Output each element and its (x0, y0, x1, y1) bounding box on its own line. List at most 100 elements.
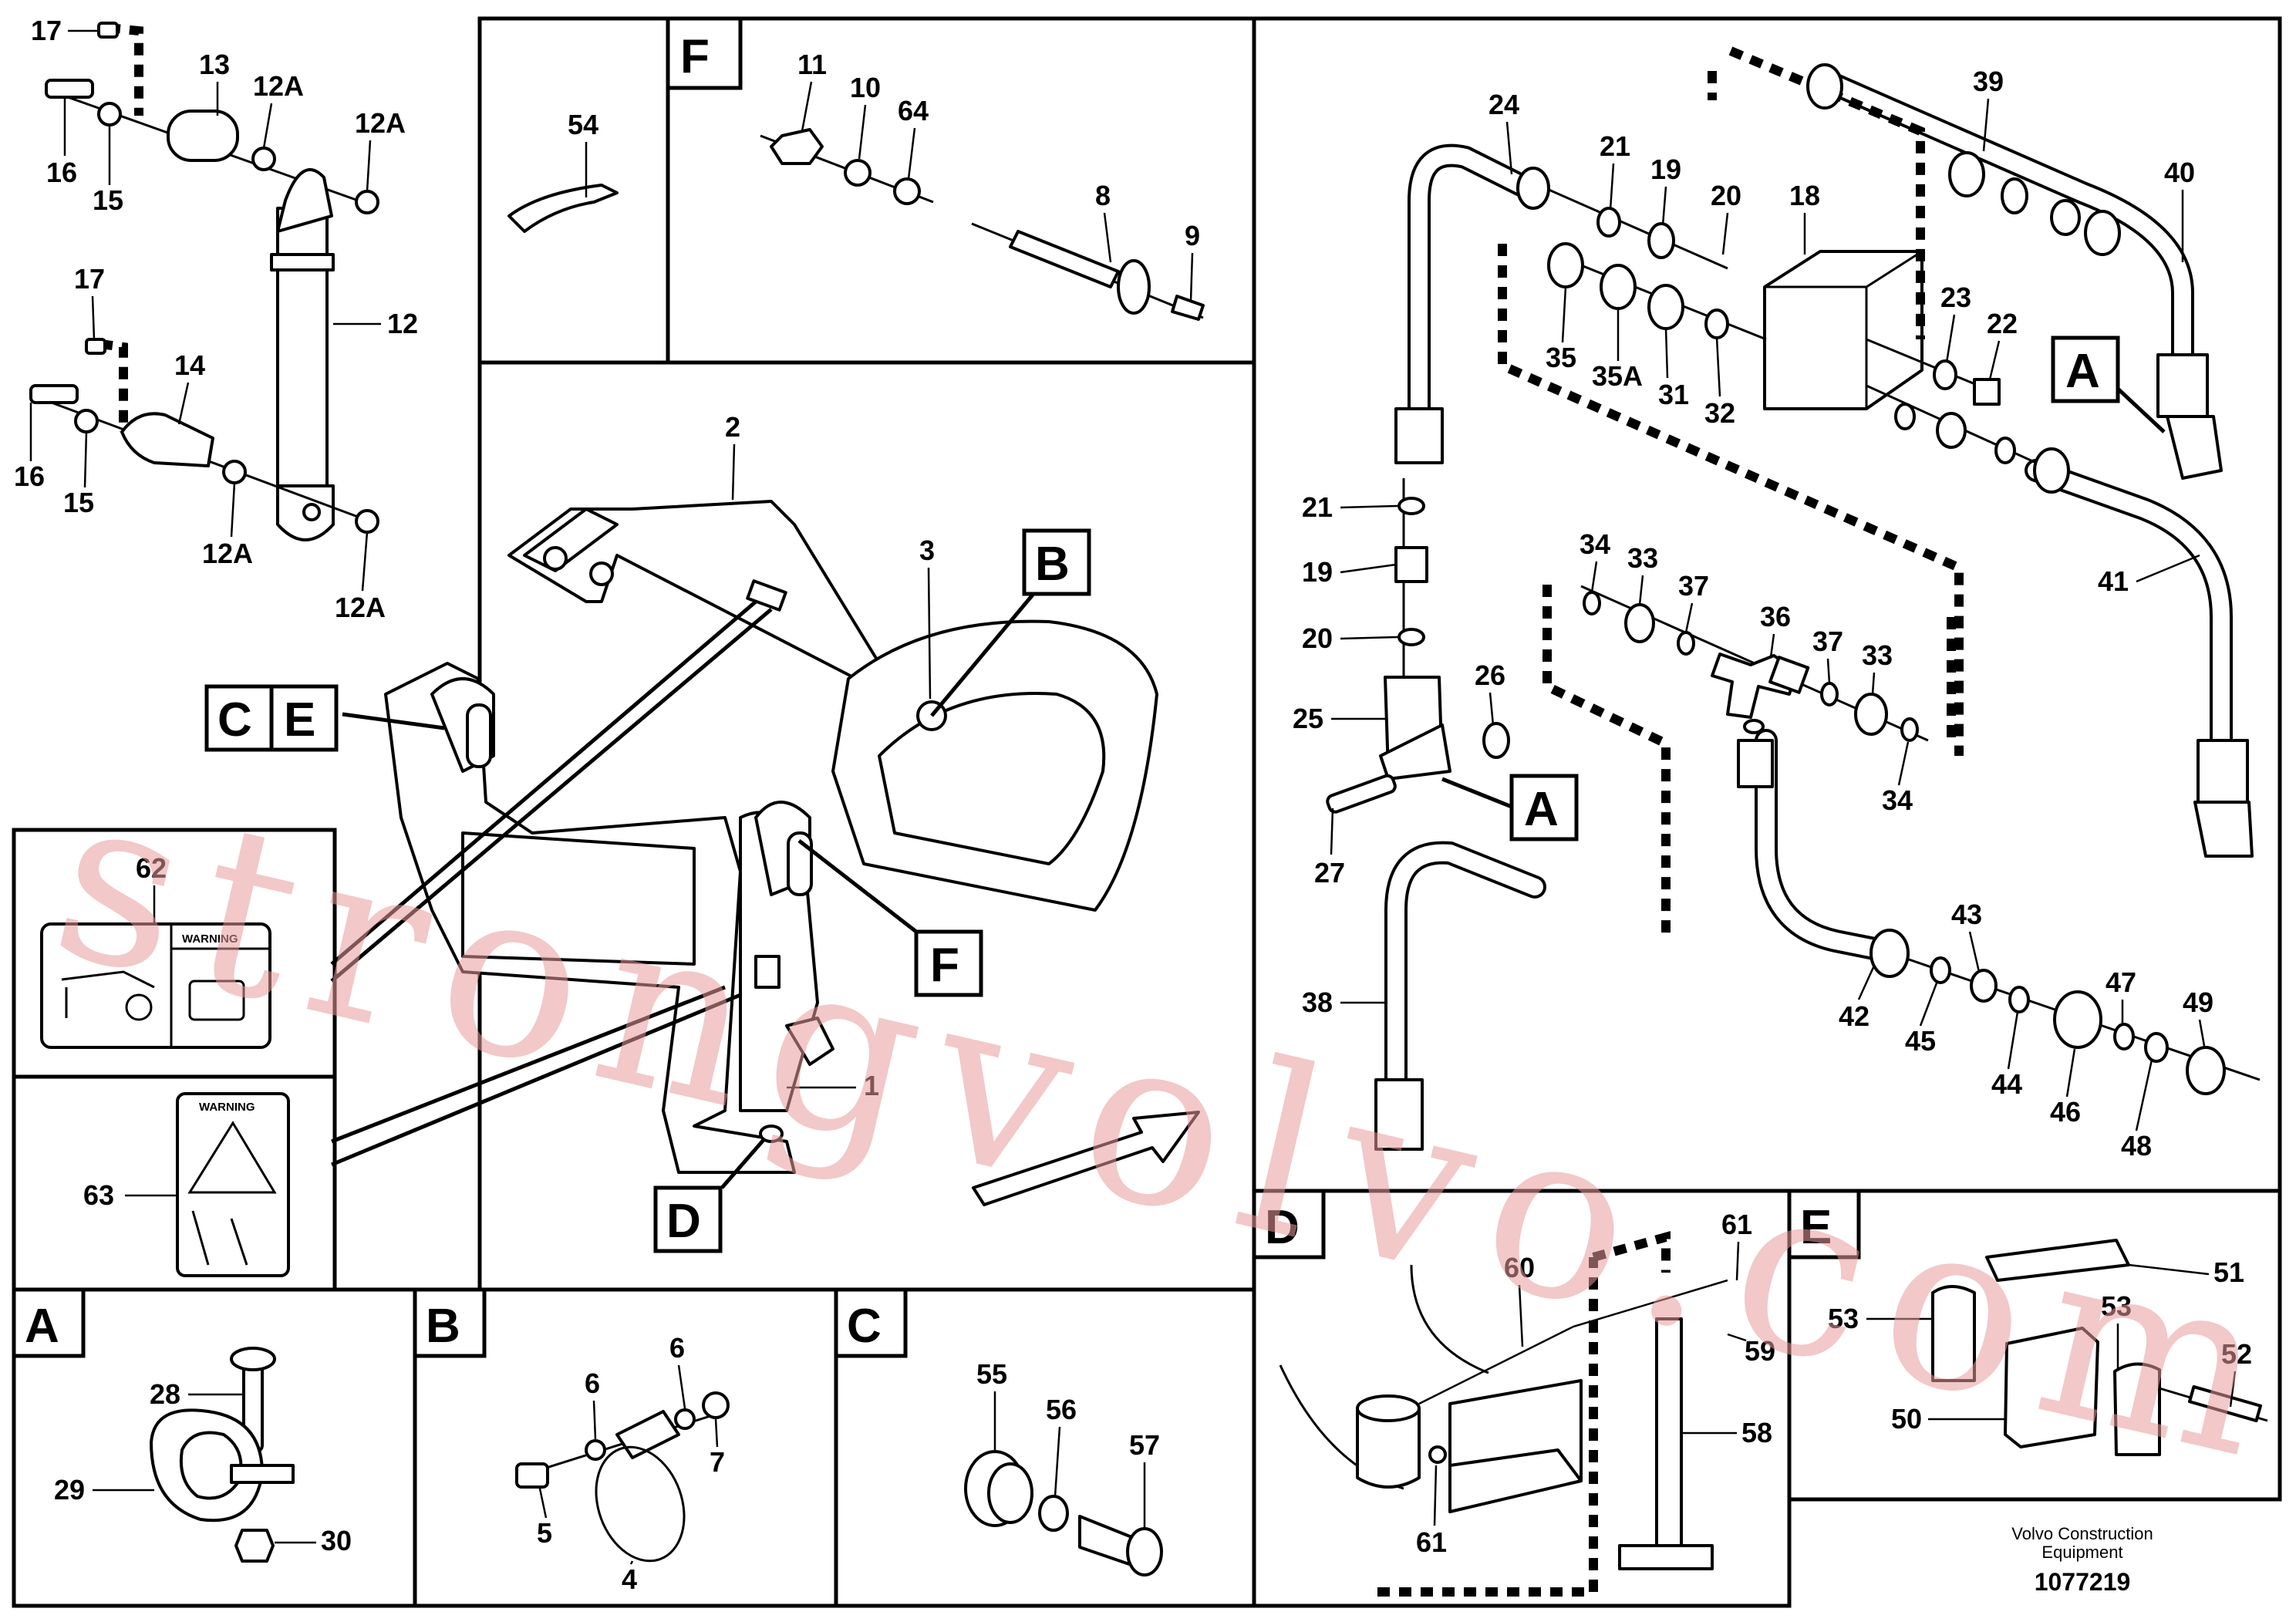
svg-text:A: A (1524, 783, 1559, 836)
label-53b: 53 (2101, 1290, 2132, 1322)
frame-e (1787, 1189, 2282, 1502)
main-leaders (330, 592, 1035, 1189)
label-41: 41 (2098, 565, 2129, 597)
label-43: 43 (1951, 899, 1982, 930)
label-19b: 19 (1302, 556, 1333, 588)
label-2: 2 (725, 411, 740, 443)
label-40: 40 (2164, 157, 2195, 188)
label-21a: 21 (1600, 130, 1630, 162)
label-12: 12 (387, 308, 418, 339)
label-61a: 61 (1721, 1209, 1752, 1240)
label-39: 39 (1973, 66, 2004, 97)
label-31: 31 (1658, 379, 1689, 410)
svg-text:F: F (930, 939, 959, 992)
label-30: 30 (321, 1525, 352, 1556)
section-d-title: D (1265, 1201, 1300, 1254)
label-34a: 34 (1580, 528, 1610, 560)
label-11: 11 (797, 49, 827, 80)
label-3: 3 (919, 534, 935, 566)
label-52: 52 (2221, 1338, 2252, 1370)
section-d-parts (1279, 1231, 1728, 1597)
label-25: 25 (1293, 703, 1323, 734)
label-32: 32 (1704, 397, 1735, 429)
label-27: 27 (1314, 857, 1345, 889)
label-49: 49 (2183, 986, 2213, 1018)
label-17a: 17 (31, 15, 62, 46)
label-8: 8 (1095, 180, 1111, 211)
label-24: 24 (1489, 89, 1519, 120)
section-c-parts (964, 1450, 1163, 1576)
cylinder-assembly (29, 22, 379, 541)
decal-63-warning: WARNING (199, 1101, 255, 1114)
label-38: 38 (1302, 986, 1333, 1018)
main-frame-parts (384, 500, 1200, 1206)
label-33b: 33 (1862, 639, 1893, 671)
section-e-title: E (1800, 1201, 1832, 1254)
label-57: 57 (1129, 1429, 1160, 1461)
callout-f (914, 929, 983, 997)
label-22: 22 (1987, 308, 2018, 339)
label-29: 29 (54, 1474, 85, 1506)
label-4: 4 (622, 1563, 637, 1595)
section-b-title: B (426, 1300, 460, 1353)
svg-text:E: E (284, 693, 315, 747)
label-15a: 15 (93, 184, 123, 216)
label-42: 42 (1839, 1000, 1870, 1032)
label-36: 36 (1760, 601, 1791, 632)
label-6b: 6 (669, 1332, 685, 1364)
label-35A: 35A (1592, 360, 1643, 392)
label-47: 47 (2106, 966, 2136, 998)
label-15b: 15 (63, 487, 94, 518)
label-56: 56 (1046, 1394, 1077, 1425)
label-48: 48 (2121, 1130, 2152, 1162)
decal-62-warning: WARNING (182, 932, 238, 946)
section-tabs: F A B C D E (12, 16, 1861, 1358)
svg-text:B: B (1035, 538, 1070, 591)
label-20b: 20 (1302, 622, 1333, 654)
frame-c (834, 1287, 1256, 1608)
label-16b: 16 (14, 460, 45, 492)
label-26: 26 (1475, 659, 1505, 691)
label-14: 14 (174, 349, 205, 381)
label-12A-c: 12A (202, 538, 253, 569)
hydraulic-parts (1326, 46, 2261, 1151)
decals: WARNING WARNING (40, 922, 290, 1277)
label-13: 13 (199, 49, 230, 80)
label-54: 54 (568, 109, 598, 140)
callout-b (1022, 528, 1091, 596)
drawing-number: 1077219 (2035, 1568, 2131, 1596)
label-59: 59 (1745, 1335, 1775, 1367)
label-37a: 37 (1678, 570, 1709, 602)
label-60: 60 (1504, 1252, 1535, 1283)
label-21b: 21 (1302, 491, 1333, 523)
callout-a-1 (1509, 774, 1579, 841)
label-18: 18 (1789, 180, 1820, 211)
label-12A-d: 12A (335, 592, 386, 623)
label-61b: 61 (1416, 1526, 1447, 1558)
label-64: 64 (898, 95, 929, 126)
footer: Volvo Construction Equipment 1077219 (2011, 1524, 2153, 1596)
label-58: 58 (1741, 1417, 1772, 1448)
label-16a: 16 (46, 157, 77, 188)
label-44: 44 (1991, 1068, 2022, 1100)
svg-text:D: D (666, 1195, 701, 1248)
label-7: 7 (710, 1446, 725, 1478)
footer-company-2: Equipment (2041, 1543, 2122, 1562)
label-46: 46 (2050, 1096, 2081, 1128)
callout-a-2 (2051, 336, 2120, 403)
section-b-parts (515, 1391, 730, 1563)
section-e-parts (1931, 1239, 2268, 1456)
section-a-title: A (25, 1300, 59, 1353)
label-53a: 53 (1828, 1303, 1859, 1334)
label-37b: 37 (1812, 626, 1843, 657)
section-c-title: C (847, 1300, 882, 1353)
label-12A-a: 12A (253, 70, 304, 102)
label-28: 28 (150, 1378, 180, 1410)
section-a-parts (150, 1347, 295, 1563)
label-34b: 34 (1882, 784, 1913, 816)
section-f-title: F (680, 30, 710, 83)
label-63: 63 (83, 1179, 114, 1211)
label-33a: 33 (1627, 542, 1658, 574)
callout-boxes: C E B D F A A (204, 336, 2166, 1253)
label-51: 51 (2213, 1256, 2244, 1288)
